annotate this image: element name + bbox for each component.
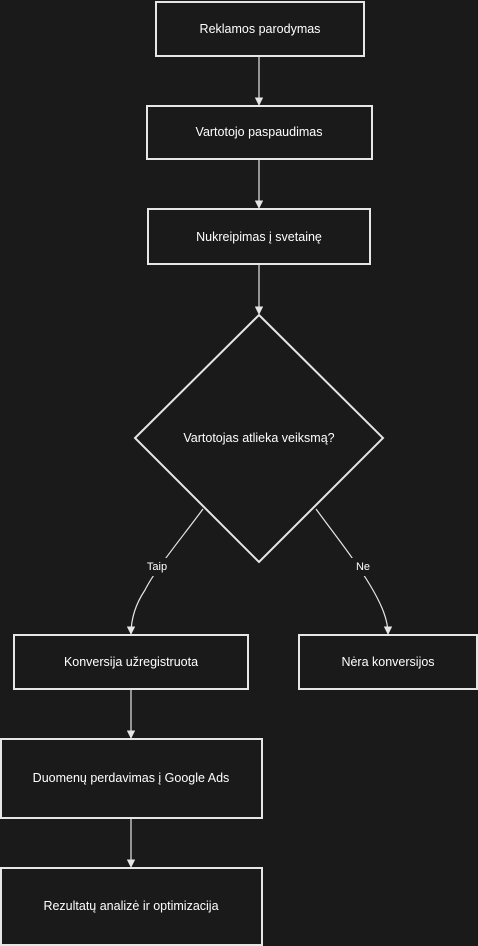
node-user-click: Vartotojo paspaudimas [146,105,373,160]
edge-label-no: Ne [356,561,370,573]
node-ad-impression-label: Reklamos parodymas [200,22,321,36]
node-results-analysis-label: Rezultatų analizė ir optimizacija [43,899,218,913]
edge-question-to-no-conversion [315,508,393,635]
node-data-transfer: Duomenų perdavimas į Google Ads [0,738,263,819]
node-user-click-label: Vartotojo paspaudimas [196,125,323,139]
node-site-redirect: Nukreipimas į svetainę [147,208,371,265]
node-site-redirect-label: Nukreipimas į svetainę [196,230,322,244]
node-results-analysis: Rezultatų analizė ir optimizacija [0,867,263,946]
node-no-conversion-label: Nėra konversijos [341,655,434,669]
node-no-conversion: Nėra konversijos [298,634,478,690]
edge-label-no-bg [350,558,376,576]
node-user-action-question-label: Vartotojas atlieka veiksmą? [183,431,334,445]
node-conversion-registered: Konversija užregistruota [13,634,249,690]
edge-label-yes-bg [141,558,173,576]
node-ad-impression: Reklamos parodymas [155,1,365,57]
node-user-action-question: Vartotojas atlieka veiksmą? [133,313,385,564]
edge-label-yes: Taip [147,561,167,573]
node-conversion-registered-label: Konversija užregistruota [64,655,198,669]
edge-question-to-conversion [126,508,204,635]
node-data-transfer-label: Duomenų perdavimas į Google Ads [33,771,230,785]
